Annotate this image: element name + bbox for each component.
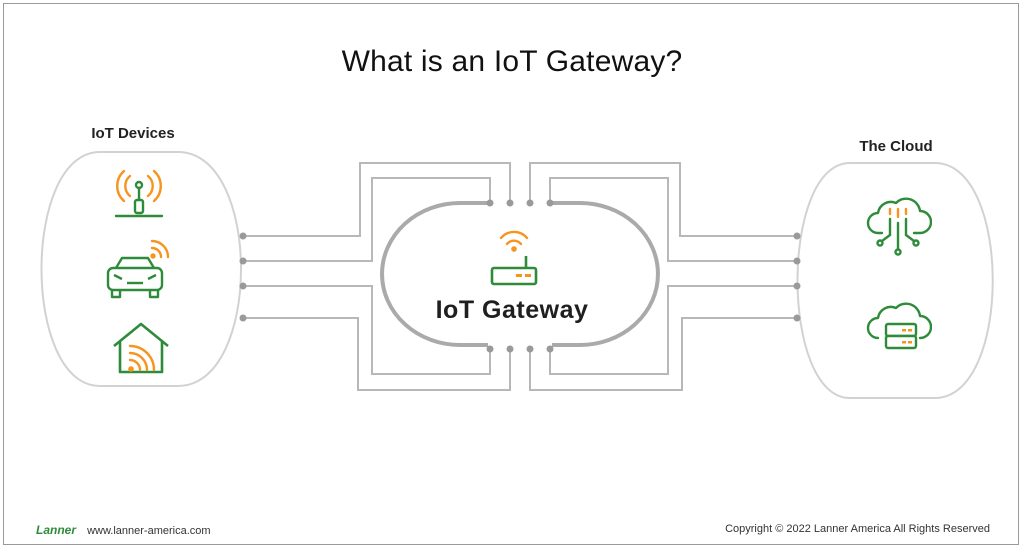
antenna-tower-icon [114,169,164,218]
car-icon [106,239,170,299]
cloud-circuit-icon [866,197,932,256]
devices-panel [40,151,242,387]
line-left-2 [243,177,491,262]
line-right-4 [529,317,797,391]
router-icon [490,230,538,286]
website-link[interactable]: www.lanner-america.com [87,525,211,537]
gateway-label: IoT Gateway [435,296,589,324]
cloud-panel [796,162,994,399]
diagram-frame [3,3,1019,545]
copyright-text: Copyright © 2022 Lanner America All Righ… [725,523,990,535]
line-right-1 [529,162,797,237]
devices-label: IoT Devices [91,125,175,142]
line-left-4 [243,317,511,391]
line-left-3 [243,285,491,375]
line-right-2 [549,177,797,262]
line-left-1 [243,162,511,237]
gateway-left-arc [380,201,488,347]
page-title: What is an IoT Gateway? [341,45,683,78]
cloud-label: The Cloud [859,138,933,155]
gateway-right-arc [552,201,660,347]
cloud-server-icon [866,302,932,350]
brand-logo: Lanner [36,523,77,537]
line-right-3 [549,285,797,375]
footer-left: Lanner www.lanner-america.com [36,523,211,537]
house-icon [113,322,169,374]
